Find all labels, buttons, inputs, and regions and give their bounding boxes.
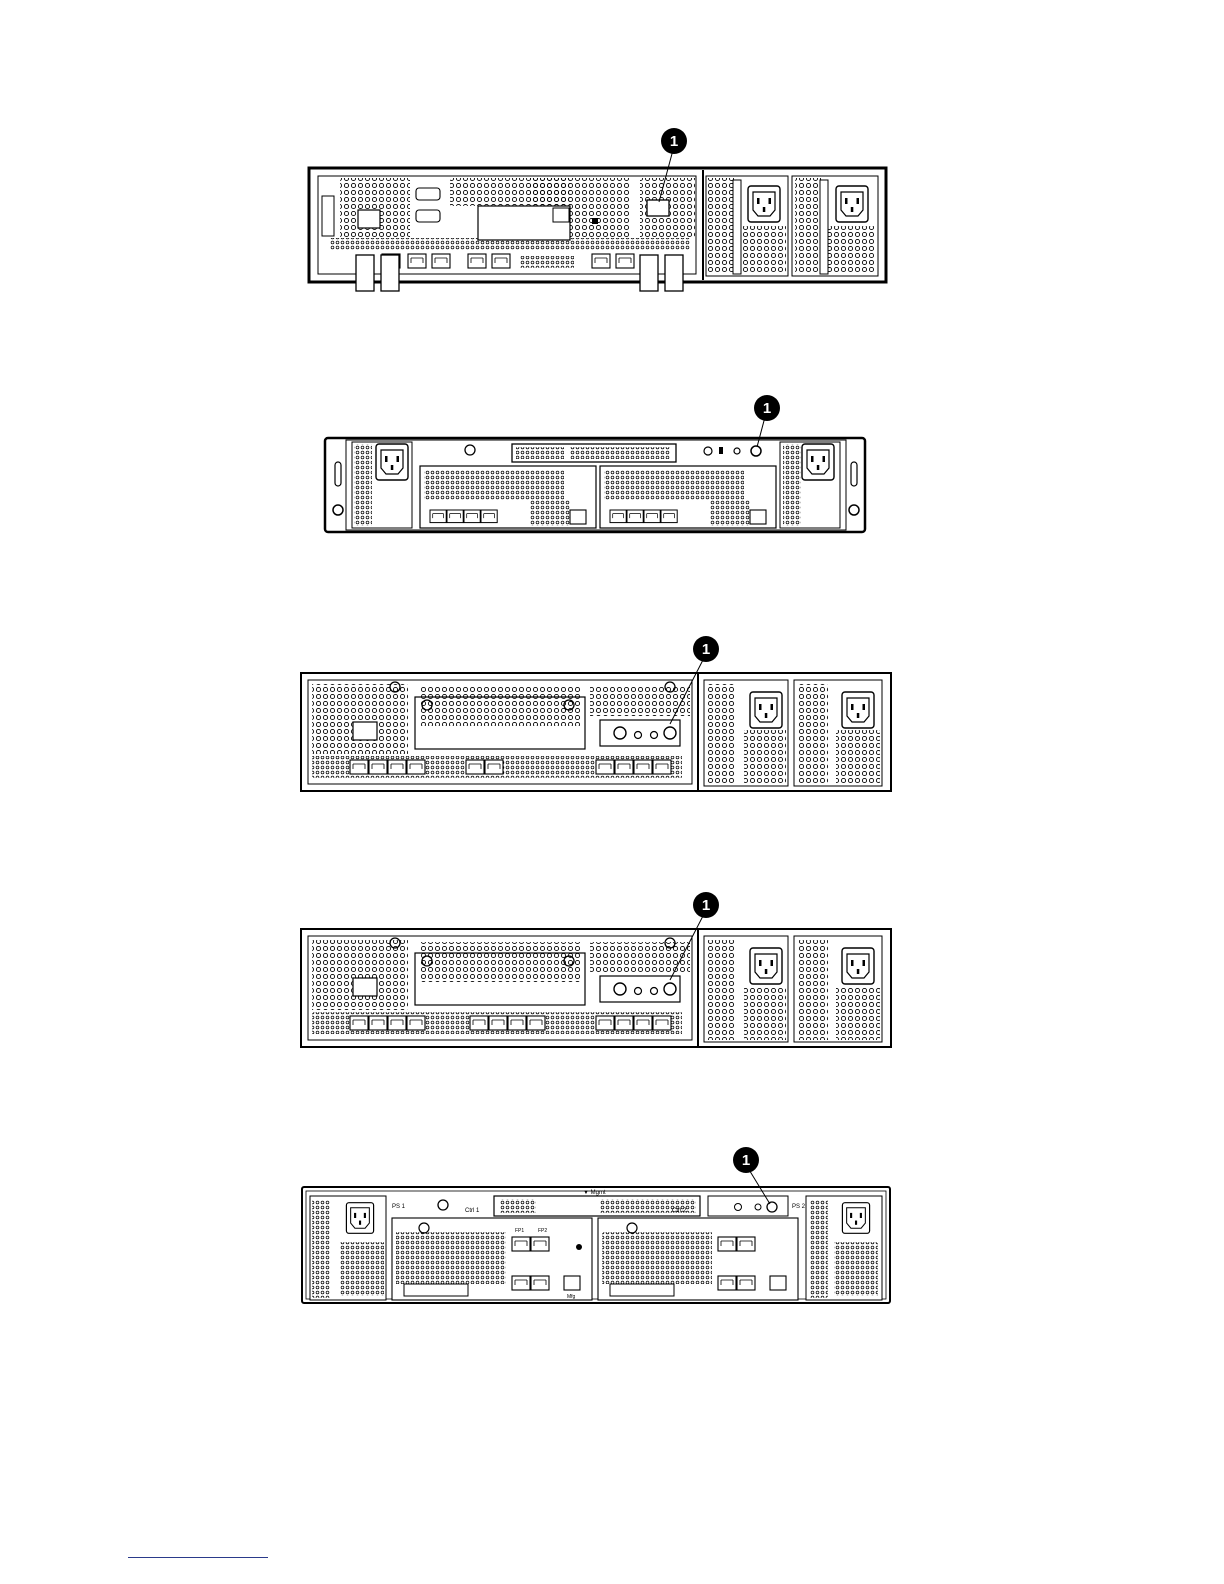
fp2-label: FP2 (538, 1228, 547, 1234)
enclosure-3: 1 (301, 636, 891, 791)
enclosure-4: 1 (301, 892, 891, 1047)
ps2-label: PS 2 (792, 1204, 806, 1210)
callout-label: 1 (670, 133, 678, 150)
callout-marker: 1 (733, 1147, 759, 1173)
enclosure-5: PS 1 PS 2 ▼ Mgmt Ctrl 1 Ctrl 2 FP1 FP2 M… (302, 1147, 890, 1303)
callout-label: 1 (742, 1152, 750, 1169)
ctrl1-label: Ctrl 1 (465, 1208, 480, 1214)
ctrl2-label: Ctrl 2 (672, 1208, 687, 1214)
fp1-label: FP1 (515, 1228, 524, 1234)
mfg-label: Mfg (567, 1294, 576, 1300)
callout-marker: 1 (754, 395, 780, 421)
enclosure-2: 1 (325, 395, 865, 532)
footer-rule (128, 1557, 268, 1558)
callout-label: 1 (702, 641, 710, 658)
callout-label: 1 (763, 400, 771, 417)
enclosure-1: 1 (309, 128, 886, 291)
callout-label: 1 (702, 897, 710, 914)
ps1-label: PS 1 (392, 1204, 406, 1210)
callout-marker: 1 (693, 892, 719, 918)
callout-marker: 1 (661, 128, 687, 154)
mgmt-label: ▼ Mgmt (583, 1190, 606, 1196)
callout-marker: 1 (693, 636, 719, 662)
